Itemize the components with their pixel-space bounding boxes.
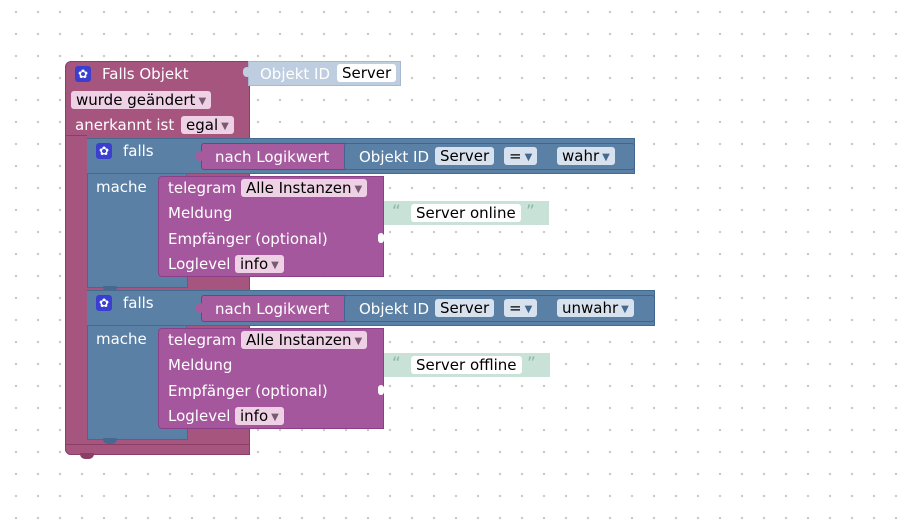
if-2-falls-label: falls	[123, 294, 154, 312]
trigger-bottom-connector	[80, 453, 94, 459]
logic-1-connector	[196, 151, 204, 161]
trigger-block-footer[interactable]	[65, 444, 250, 455]
object-id-2-field[interactable]: Server	[435, 299, 495, 317]
open-quote-icon: “	[392, 202, 401, 222]
if-block-1-footer[interactable]	[87, 276, 188, 288]
telegram-1-label: telegram	[168, 179, 236, 197]
telegram-2-label: telegram	[168, 331, 236, 349]
if-1-falls-label: falls	[123, 142, 154, 160]
dropdown-arrow-icon: ▼	[524, 304, 533, 315]
telegram-2-recipient-label: Empfänger (optional)	[168, 382, 328, 400]
close-quote-icon: ”	[526, 202, 535, 222]
if-2-mache-label: mache	[96, 330, 147, 348]
dropdown-arrow-icon: ▼	[621, 304, 629, 315]
trigger-block-left-rail[interactable]	[65, 135, 87, 445]
if-block-2-footer[interactable]	[87, 428, 188, 440]
telegram-2-loglevel-label: Loglevel	[168, 407, 231, 425]
message-2-field[interactable]: Server offline	[411, 356, 522, 374]
dropdown-arrow-icon: ▼	[271, 260, 279, 271]
dropdown-arrow-icon: ▼	[354, 336, 363, 347]
telegram-1-instance-select[interactable]: Alle Instanzen▼	[241, 179, 368, 197]
ack-label: anerkannt ist	[75, 116, 175, 134]
open-quote-icon: “	[392, 354, 401, 374]
operator-2-select[interactable]: =▼	[504, 299, 538, 317]
logic-1-label: nach Logikwert	[215, 148, 330, 166]
gear-icon[interactable]: ✿	[96, 295, 112, 311]
ack-select[interactable]: egal▼	[181, 116, 234, 134]
logic-2-label: nach Logikwert	[215, 300, 330, 318]
telegram-2-message-label: Meldung	[168, 356, 233, 374]
dropdown-arrow-icon: ▼	[198, 96, 207, 107]
loglevel-1-select[interactable]: info▼	[235, 255, 284, 273]
if-block-1-connector	[103, 286, 117, 292]
telegram-1-message-label: Meldung	[168, 204, 233, 222]
object-id-2-label: Objekt ID	[359, 300, 430, 318]
operator-1-select[interactable]: =▼	[504, 147, 538, 165]
loglevel-2-value: info	[240, 407, 269, 425]
logic-block-1[interactable]	[201, 143, 348, 170]
logic-2-connector	[196, 303, 204, 313]
value-1-value: wahr	[562, 147, 600, 165]
dropdown-arrow-icon: ▼	[524, 152, 533, 163]
operator-2-value: =	[509, 299, 522, 317]
value-2-select[interactable]: unwahr▼	[557, 299, 634, 317]
ack-select-value: egal	[186, 116, 219, 134]
dropdown-arrow-icon: ▼	[354, 184, 363, 195]
value-1-select[interactable]: wahr▼	[557, 147, 615, 165]
dropdown-arrow-icon: ▼	[221, 121, 229, 132]
object-id-field[interactable]: Server	[337, 64, 397, 82]
operator-1-value: =	[509, 147, 522, 165]
message-1-field[interactable]: Server online	[411, 204, 521, 222]
loglevel-1-value: info	[240, 255, 269, 273]
gear-icon[interactable]: ✿	[75, 66, 91, 82]
close-quote-icon: ”	[527, 354, 536, 374]
dropdown-arrow-icon: ▼	[271, 412, 279, 423]
gear-icon[interactable]: ✿	[96, 143, 112, 159]
if-1-mache-label: mache	[96, 178, 147, 196]
object-id-1-field[interactable]: Server	[435, 147, 495, 165]
object-id-1-label: Objekt ID	[359, 148, 430, 166]
logic-block-2[interactable]	[201, 295, 348, 322]
telegram-2-instance-select[interactable]: Alle Instanzen▼	[241, 331, 368, 349]
object-id-label: Objekt ID	[260, 65, 331, 83]
value-2-value: unwahr	[562, 299, 619, 317]
dropdown-arrow-icon: ▼	[602, 152, 610, 163]
telegram-2-instance-value: Alle Instanzen	[246, 331, 352, 349]
changed-select-value: wurde geändert	[76, 91, 196, 109]
if-block-2-connector	[103, 438, 117, 444]
recipient-2-input-socket[interactable]	[378, 385, 384, 395]
telegram-1-recipient-label: Empfänger (optional)	[168, 230, 328, 248]
telegram-1-loglevel-label: Loglevel	[168, 255, 231, 273]
changed-select[interactable]: wurde geändert▼	[71, 91, 212, 109]
loglevel-2-select[interactable]: info▼	[235, 407, 284, 425]
recipient-1-input-socket[interactable]	[378, 233, 384, 243]
trigger-title: Falls Objekt	[102, 65, 189, 83]
object-id-connector	[243, 67, 251, 77]
telegram-1-instance-value: Alle Instanzen	[246, 179, 352, 197]
